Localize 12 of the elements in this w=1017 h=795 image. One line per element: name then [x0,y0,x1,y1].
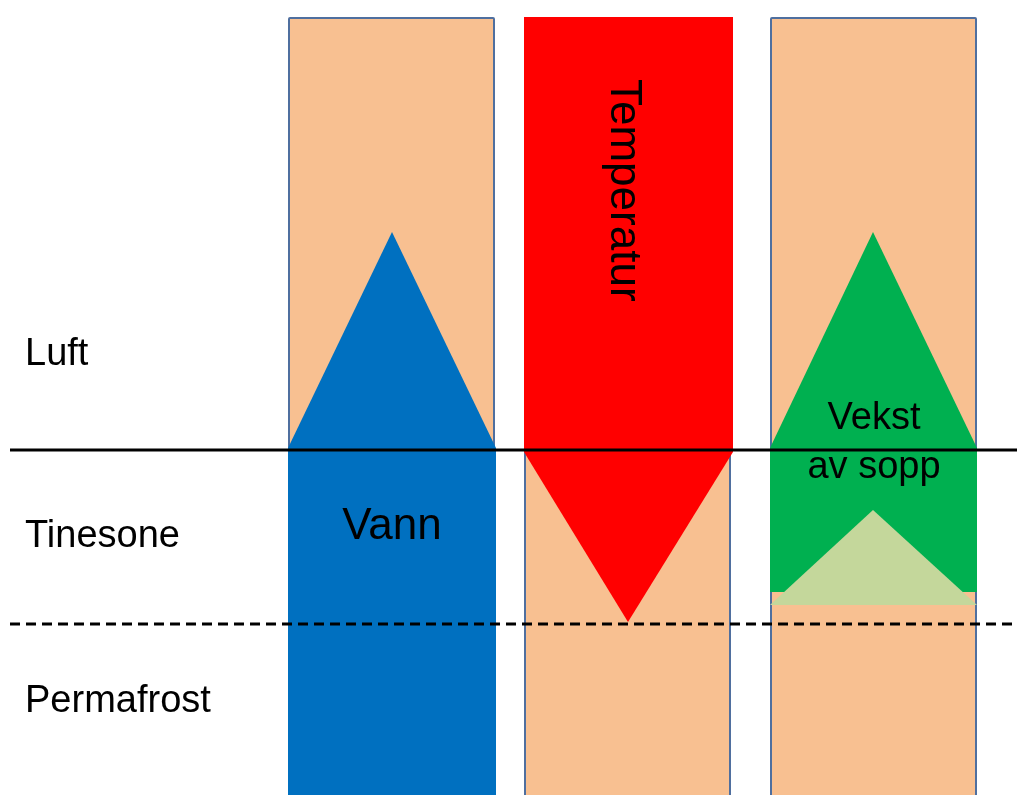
arrow-label: Vekst av sopp [806,394,942,489]
layer-label: Luft [25,333,89,371]
arrow-label: Vann [341,502,443,546]
layer-label: Tinesone [25,515,180,553]
layer-label: Permafrost [25,680,211,718]
upward-arrow-shape [770,232,977,606]
downward-arrow-shape [524,17,733,623]
soil-column [770,17,977,795]
soil-column [288,17,495,795]
soil-column [524,17,731,795]
arrow-label: Temperatur [604,79,648,302]
upward-arrow-shape [288,232,496,795]
